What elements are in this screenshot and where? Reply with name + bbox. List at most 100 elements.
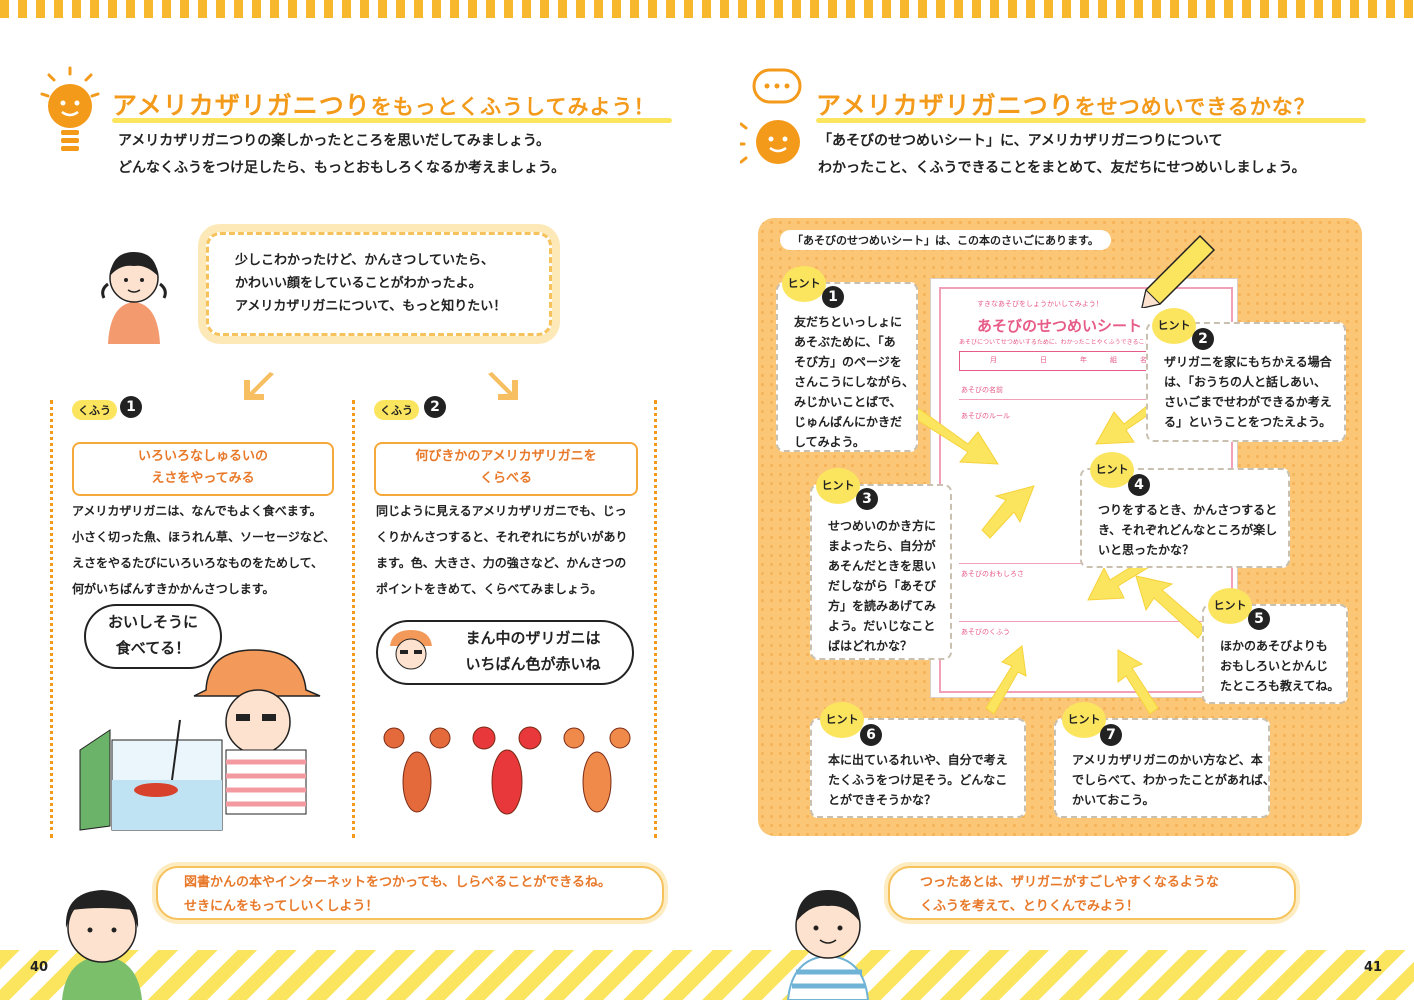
kufu-number: 2	[424, 396, 446, 418]
boy-face-icon	[390, 630, 432, 670]
hint-label: ヒント	[1208, 588, 1252, 624]
bubble-line: 少しこわかったけど、かんさつしていたら、	[235, 253, 494, 268]
hint-label: ヒント	[1062, 702, 1106, 738]
right-title-underline	[816, 118, 1366, 123]
sheet-small-header: すきなあそびをしょうかいしてみよう！	[977, 300, 1103, 308]
sheet-col: 日	[1040, 356, 1047, 364]
boy-fishing-illustration	[79, 649, 321, 831]
hint-line: 本に出ているれいや、自分で考え	[828, 753, 1008, 767]
speech-line: いちばん色が赤いね	[465, 655, 601, 673]
column-divider	[654, 400, 657, 838]
left-lead-line: アメリカザリガニつりの楽しかったところを思いだしてみましょう。	[118, 133, 551, 149]
hint-number: 6	[860, 724, 882, 746]
sheet-field: あそびのおもしろさ	[961, 570, 1024, 578]
hint-line: せつめいのかき方に	[828, 519, 937, 533]
hint-label: ヒント	[820, 702, 864, 738]
child-speech-bubble: 少しこわかったけど、かんさつしていたら、 かわいい顔をしていることがわかったよ。…	[206, 232, 552, 336]
kufu1-speech: おいしそうに 食べてる！	[84, 604, 222, 669]
girl-bottom-illustration	[62, 890, 142, 1000]
arrow-icon-down-right	[488, 372, 518, 400]
hint-number: 4	[1128, 474, 1150, 496]
right-title-rest: をせつめいできるかな？	[1074, 95, 1316, 119]
sheet-col: 月	[990, 356, 997, 364]
tip-line: いろいろなしゅるいの	[137, 449, 268, 464]
hint-line: でしらべて、わかったことがあれば、	[1072, 773, 1275, 787]
body-line: 小さく切った魚、ほうれん草、ソーセージなど、	[72, 530, 336, 544]
sheet-sub: あそびについてせつめいするために、わかったことやくふうできることを…	[959, 339, 1163, 346]
sheet-field: あそびのルール	[961, 412, 1010, 420]
hint-line: じゅんばんにかきだ	[794, 415, 903, 429]
tip-line: くらべる	[479, 471, 532, 486]
kufu1-tip-box: いろいろなしゅるいの えさをやってみる	[72, 442, 334, 496]
hint-number: 3	[856, 488, 878, 510]
hint-line: おもしろいとかんじ	[1220, 659, 1329, 673]
hint-box-4: つりをするとき、かんさつすると き、それぞれどんなところが楽し いと思ったかな？	[1080, 468, 1290, 568]
hint-number: 2	[1192, 328, 1214, 350]
column-divider	[50, 400, 53, 838]
hint-line: さんこうにしながら、	[794, 375, 915, 389]
body-line: 同じように見えるアメリカザリガニでも、じっ	[376, 504, 627, 518]
hint-number: 7	[1100, 724, 1122, 746]
hint-line: よう。だいじなこと	[828, 619, 936, 633]
body-line: アメリカザリガニは、なんでもよく食べます。	[72, 504, 322, 518]
lightbulb-icon	[40, 66, 100, 151]
sheet-col: 組	[1110, 356, 1117, 364]
sheet-field: あそびのくふう	[961, 628, 1010, 636]
column-divider	[352, 400, 355, 838]
sheet-col: 年	[1080, 356, 1087, 364]
kufu-badge: くふう	[374, 400, 419, 420]
right-lead-line: 「あそびのせつめいシート」に、アメリカザリガニつりについて	[818, 133, 1223, 149]
boy-bottom-illustration	[786, 890, 870, 1000]
hint-line: とができそうかな？	[828, 793, 937, 807]
tip-line: 何びきかのアメリカザリガニを	[415, 449, 597, 464]
arrow-icons	[913, 387, 1207, 715]
body-line: くりかんさつすると、それぞれにちがいがあり	[376, 530, 628, 544]
hint-line: ザリガニを家にもちかえる場合	[1164, 355, 1332, 369]
hint-box-3: せつめいのかき方に まよったら、自分が あそんだときを思い だしながら「あそび …	[810, 484, 952, 660]
body-line: ポイントをきめて、くらべてみましょう。	[376, 582, 603, 596]
kufu2-body: 同じように見えるアメリカザリガニでも、じっ くりかんさつすると、それぞれにちがい…	[376, 498, 628, 602]
crayfish-icon-row	[383, 726, 631, 815]
hint-line: さいごまでせわができるか考え	[1164, 395, 1332, 409]
pencil-icon	[1141, 234, 1216, 308]
left-lead: アメリカザリガニつりの楽しかったところを思いだしてみましょう。 どんなくふうをつ…	[118, 128, 565, 182]
bottom-stripe	[0, 950, 1414, 1000]
girl-illustration	[101, 252, 167, 344]
body-line: ます。色、大きさ、力の強さなど、かんさつの	[376, 556, 627, 570]
hint-line: 友だちといっしょに	[794, 315, 903, 329]
sheet-title: あそびのせつめいシート	[977, 317, 1143, 335]
speech-bubble-icon	[740, 68, 802, 164]
hint-line: は、「おうちの人と話しあい、	[1164, 375, 1327, 389]
hint-line: き、それぞれどんなところが楽し	[1098, 523, 1278, 537]
hint-line: 方」を読みあげてみ	[828, 599, 937, 613]
hint-box-1: 友だちといっしょに あそぶために、「あ そび方」のページを さんこうにしながら、…	[776, 282, 918, 452]
hint-line: だしながら「あそび	[828, 579, 937, 593]
kufu2-tip-box: 何びきかのアメリカザリガニを くらべる	[374, 442, 638, 496]
hint-line: ほかのあそびよりも	[1220, 639, 1328, 653]
hint-line: つりをするとき、かんさつすると	[1098, 503, 1278, 517]
note-line: 図書かんの本やインターネットをつかっても、しらべることができるね。	[184, 875, 612, 890]
speech-line: 食べてる！	[115, 639, 191, 657]
hint-line: アメリカザリガニのかい方など、本	[1072, 753, 1263, 767]
left-bottom-note: 図書かんの本やインターネットをつかっても、しらべることができるね。 せきにんをも…	[156, 866, 664, 920]
kufu-number: 1	[120, 396, 142, 418]
kufu1-body: アメリカザリガニは、なんでもよく食べます。 小さく切った魚、ほうれん草、ソーセー…	[72, 498, 335, 602]
body-line: えさをやるたびにいろいろなものをためして、	[72, 556, 324, 570]
hint-line: あそぶために、「あ	[794, 335, 896, 349]
left-title-rest: をもっとくふうしてみよう！	[370, 95, 656, 119]
page-number-right: 41	[1364, 960, 1383, 975]
hint-label: ヒント	[816, 468, 860, 504]
sheet-field: あそびの名前	[961, 386, 1003, 394]
body-line: 何がいちばんすきかかんさつします。	[72, 582, 275, 596]
kufu-badge: くふう	[72, 400, 117, 420]
note-line: つったあとは、ザリガニがすごしやすくなるような	[920, 875, 1219, 890]
hint-line: みじかいことばで、	[794, 395, 902, 409]
left-title: アメリカザリガニつりをもっとくふうしてみよう！	[112, 86, 656, 122]
hint-label: ヒント	[1090, 452, 1134, 488]
hint-line: いと思ったかな？	[1098, 543, 1195, 557]
note-line: くふうを考えて、とりくんでみよう！	[920, 899, 1140, 914]
hint-number: 5	[1248, 608, 1270, 630]
bubble-line: かわいい顔をしていることがわかったよ。	[235, 276, 482, 291]
hint-line: かいておこう。	[1072, 793, 1155, 807]
right-lead: 「あそびのせつめいシート」に、アメリカザリガニつりについて わかったこと、くふう…	[818, 128, 1306, 182]
